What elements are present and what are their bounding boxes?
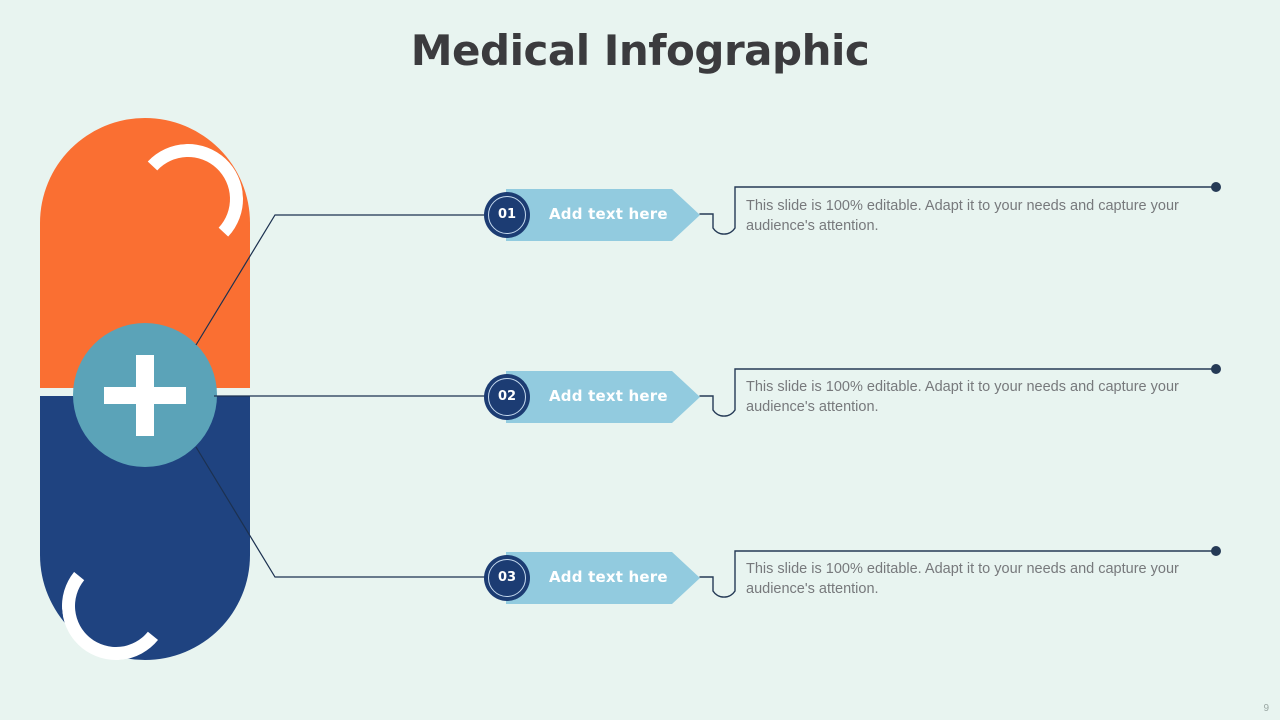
page-title: Medical Infographic <box>410 26 870 75</box>
step-badge-03[interactable]: 03 <box>484 555 530 601</box>
chevron-label-03: Add text here <box>549 568 668 586</box>
description-text-02: This slide is 100% editable. Adapt it to… <box>746 379 1179 415</box>
step-number-03: 03 <box>497 570 517 585</box>
description-text-03: This slide is 100% editable. Adapt it to… <box>746 561 1179 597</box>
step-badge-02[interactable]: 02 <box>484 374 530 420</box>
page-number: 9 <box>1263 703 1269 714</box>
callout-end-dot-02 <box>1211 364 1221 374</box>
step-badge-ring-01 <box>488 196 526 234</box>
chevron-banner-03[interactable] <box>506 552 700 604</box>
step-number-01: 01 <box>497 207 517 222</box>
step-badge-ring-02 <box>488 378 526 416</box>
chevron-label-02: Add text here <box>549 387 668 405</box>
step-badge-ring-03 <box>488 559 526 597</box>
plus-vertical-bar <box>136 355 154 436</box>
step-number-02: 02 <box>497 389 517 404</box>
chevron-banner-01[interactable] <box>506 189 700 241</box>
chevron-label-01: Add text here <box>549 205 668 223</box>
description-text-01: This slide is 100% editable. Adapt it to… <box>746 198 1179 234</box>
callout-end-dot-01 <box>1211 182 1221 192</box>
medical-plus-icon <box>73 323 217 467</box>
step-badge-01[interactable]: 01 <box>484 192 530 238</box>
chevron-banner-02[interactable] <box>506 371 700 423</box>
callout-end-dot-03 <box>1211 546 1221 556</box>
